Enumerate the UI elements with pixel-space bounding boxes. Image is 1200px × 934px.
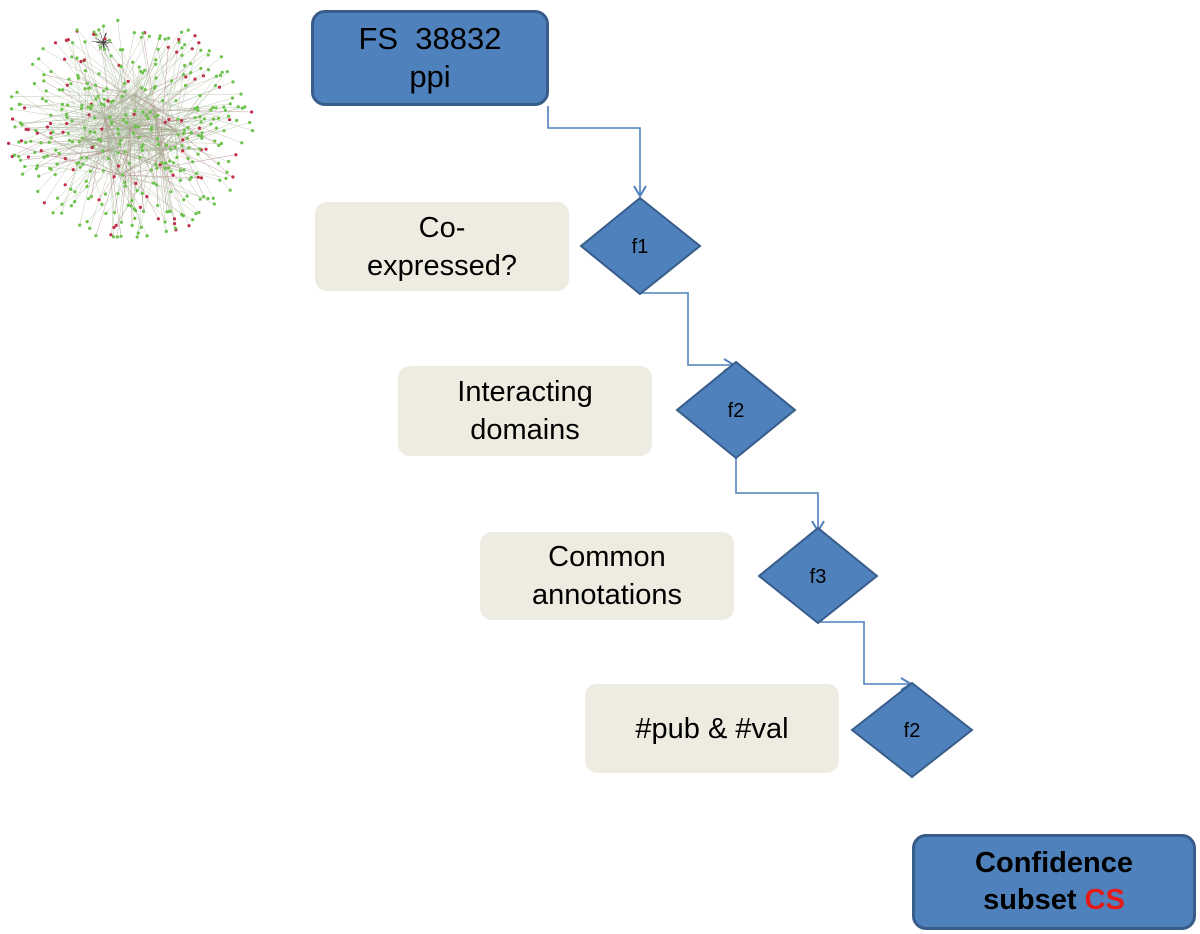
criterion-line2: annotations (532, 579, 682, 611)
diamond-shape (850, 681, 974, 779)
connector-start-to-f1 (547, 106, 647, 198)
start-node-ppi-dataset: FS 38832 ppi (311, 10, 549, 106)
criterion-line2: domains (470, 414, 580, 446)
filter-label: f2 (728, 400, 745, 422)
criterion-common-annotations: Common annotations (480, 532, 734, 620)
diamond-shape (579, 196, 702, 296)
criterion-line2: expressed? (367, 249, 517, 282)
end-node-line2-prefix: subset (983, 884, 1085, 916)
criterion-interacting-domains: Interacting domains (398, 366, 652, 456)
criterion-pub-val: #pub & #val (585, 684, 839, 773)
filter-label: f1 (632, 236, 649, 258)
end-node-line1: Confidence (975, 847, 1133, 879)
end-node-confidence-subset: Confidence subset CS (912, 834, 1196, 930)
connector-f2-to-f3 (735, 458, 825, 533)
connector-f3-to-f2b (818, 621, 913, 691)
decision-f2: f2 (675, 360, 797, 460)
end-node-line2: subset CS (983, 882, 1125, 919)
decision-f2-second: f2 (850, 681, 974, 779)
criterion-line1: #pub & #val (635, 712, 789, 745)
ppi-network-image (7, 18, 255, 239)
filter-label: f3 (810, 566, 827, 588)
diamond-shape (675, 360, 797, 460)
start-node-line1: FS 38832 (358, 21, 502, 56)
decision-f3: f3 (757, 526, 879, 625)
criterion-line1: Interacting (457, 376, 593, 408)
decision-f1: f1 (579, 196, 702, 296)
start-node-line2: ppi (409, 59, 451, 94)
cs-highlight: CS (1084, 884, 1125, 916)
connector-f1-to-f2 (640, 292, 736, 372)
diamond-shape (757, 526, 879, 625)
filter-label: f2 (904, 720, 921, 742)
criterion-line1: Co- (418, 211, 466, 244)
criterion-line1: Common (548, 541, 666, 573)
criterion-coexpressed: Co- expressed? (315, 202, 569, 291)
